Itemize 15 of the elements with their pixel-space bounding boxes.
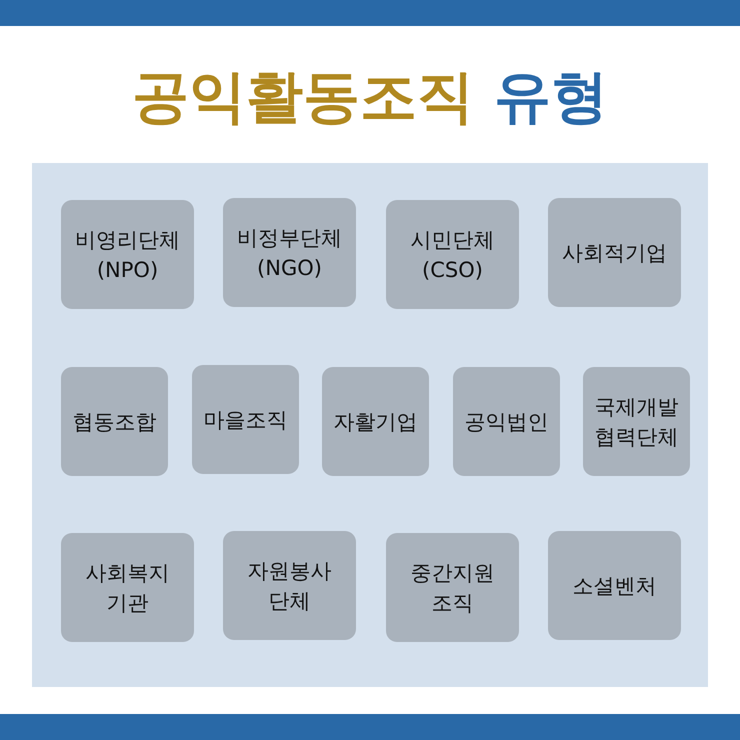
category-box: 국제개발 협력단체 [583,367,690,476]
category-box: 시민단체 (CSO) [386,200,519,309]
category-box: 사회복지 기관 [61,533,194,642]
title: 공익활동조직 유형 [131,63,609,132]
category-box: 협동조합 [61,367,168,476]
category-box: 자원봉사 단체 [223,531,356,640]
category-box: 공익법인 [453,367,560,476]
category-box: 자활기업 [322,367,429,476]
category-box: 소셜벤처 [548,531,681,640]
group-panel [32,163,708,687]
category-box: 마을조직 [192,365,299,474]
category-box: 사회적기업 [548,198,681,307]
category-box: 비정부단체 (NGO) [223,198,356,307]
category-box: 비영리단체 (NPO) [61,200,194,309]
category-box: 중간지원 조직 [386,533,519,642]
